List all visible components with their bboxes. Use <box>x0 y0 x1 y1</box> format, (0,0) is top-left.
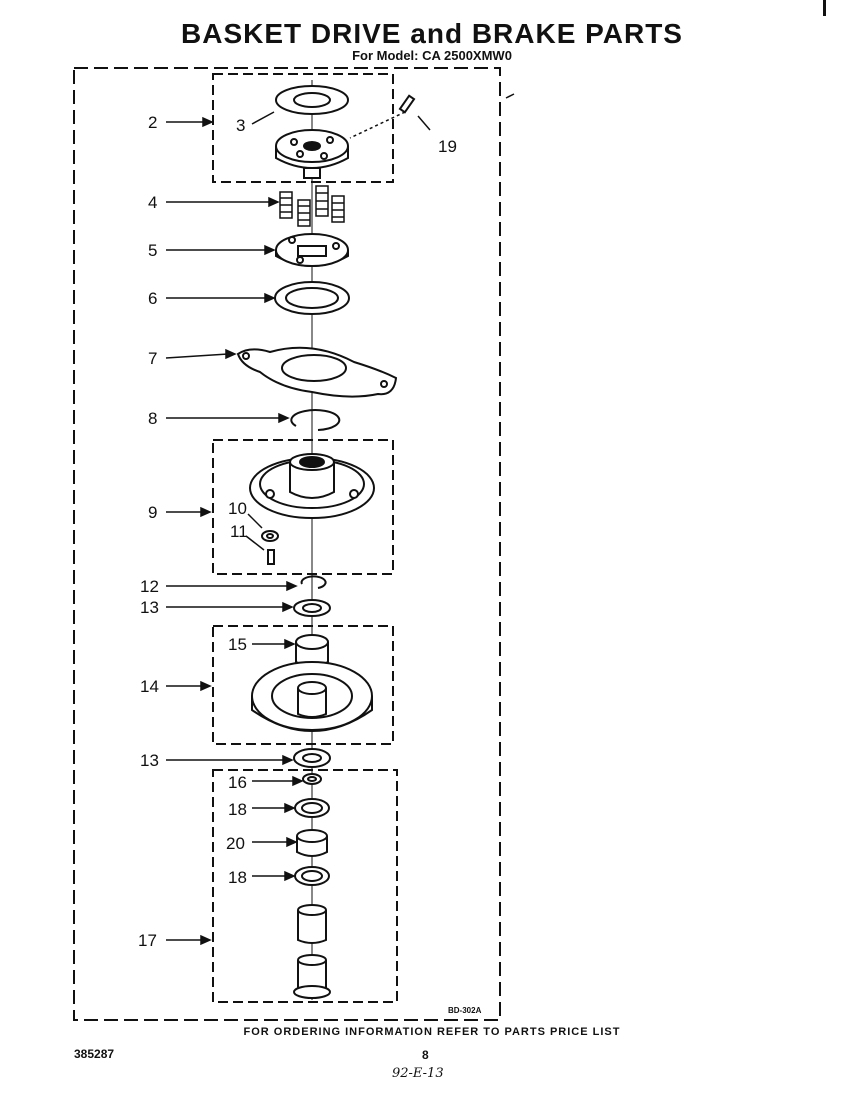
page-number: 8 <box>422 1048 429 1062</box>
callout-12: 12 <box>140 577 159 596</box>
callout-13-upper: 13 <box>140 598 159 617</box>
group-box-17 <box>212 769 398 1003</box>
arrowhead-8 <box>278 412 290 424</box>
arrowhead-18-lower <box>284 870 296 882</box>
leader-19-dotted <box>349 111 406 139</box>
arrowhead-12 <box>286 580 298 592</box>
arrowhead-2 <box>202 116 214 128</box>
arrowhead-14 <box>200 680 212 692</box>
part-3-washer <box>275 85 349 115</box>
corner-mark <box>823 0 826 16</box>
arrowhead-5 <box>264 244 276 256</box>
part-13-washer-lower <box>293 748 331 768</box>
callout-6: 6 <box>148 289 157 308</box>
group-box-14 <box>212 625 394 745</box>
arrowhead-18-upper <box>284 802 296 814</box>
arrowhead-20 <box>286 836 298 848</box>
part-10-nut <box>261 530 279 542</box>
ordering-note: FOR ORDERING INFORMATION REFER TO PARTS … <box>243 1026 621 1038</box>
small-tick-mark <box>505 93 515 99</box>
leader-7 <box>165 353 229 359</box>
part-7-mounting-plate <box>236 346 398 398</box>
arrowhead-13-upper <box>282 601 294 613</box>
callout-14: 14 <box>140 677 159 696</box>
part-20-bushing <box>296 829 328 857</box>
leader-19 <box>417 115 431 131</box>
group-box-9 <box>212 439 394 575</box>
part-18-ring-lower <box>294 866 330 886</box>
part-12-snap-ring <box>300 575 327 589</box>
arrowhead-6 <box>264 292 276 304</box>
part-13-washer-upper <box>293 599 331 617</box>
callout-18-lower: 18 <box>228 868 247 887</box>
part-6-washer <box>274 281 350 315</box>
arrowhead-16 <box>292 775 304 787</box>
callout-9: 9 <box>148 503 157 522</box>
part-2-drive-hub <box>275 129 349 179</box>
callout-7: 7 <box>148 349 157 368</box>
part-18-ring-upper <box>294 798 330 818</box>
callout-3: 3 <box>236 116 245 135</box>
callout-8: 8 <box>148 409 157 428</box>
callout-5: 5 <box>148 241 157 260</box>
callout-19: 19 <box>438 137 457 156</box>
part-11-bolt <box>267 549 275 565</box>
handwritten-note: 92-E-13 <box>392 1066 444 1081</box>
arrowhead-15 <box>284 638 296 650</box>
callout-15: 15 <box>228 635 247 654</box>
callout-20: 20 <box>226 834 245 853</box>
callout-10: 10 <box>228 499 247 518</box>
part-15-bearing <box>295 634 329 667</box>
callout-11: 11 <box>230 522 248 541</box>
part-19-pin <box>398 94 416 114</box>
group-box-2 <box>212 73 394 183</box>
arrowhead-7 <box>225 348 237 360</box>
outer-dashed-frame <box>73 67 501 1021</box>
callout-4: 4 <box>148 193 157 212</box>
callout-16: 16 <box>228 773 247 792</box>
callout-2: 2 <box>148 113 157 132</box>
callout-13-lower: 13 <box>140 751 159 770</box>
part-9-brake-drum <box>249 453 375 519</box>
part-8-retaining-ring <box>290 409 341 431</box>
arrowhead-17 <box>200 934 212 946</box>
part-5-spring-plate <box>275 233 349 267</box>
drawing-code: BD-302A <box>448 1006 482 1015</box>
leader-10 <box>247 513 263 529</box>
leader-3 <box>251 111 275 125</box>
part-17-tube <box>293 904 331 999</box>
callout-17: 17 <box>138 931 157 950</box>
arrowhead-4 <box>268 196 280 208</box>
document-number: 385287 <box>74 1047 115 1061</box>
part-16-ring <box>302 773 322 785</box>
callout-18-upper: 18 <box>228 800 247 819</box>
arrowhead-9 <box>200 506 212 518</box>
part-14-pulley <box>251 661 373 732</box>
model-subtitle: For Model: CA 2500XMW0 <box>352 48 512 63</box>
leader-11 <box>245 535 265 551</box>
part-4-springs <box>279 185 345 227</box>
arrowhead-13-lower <box>282 754 294 766</box>
page-title: BASKET DRIVE and BRAKE PARTS <box>181 18 683 49</box>
